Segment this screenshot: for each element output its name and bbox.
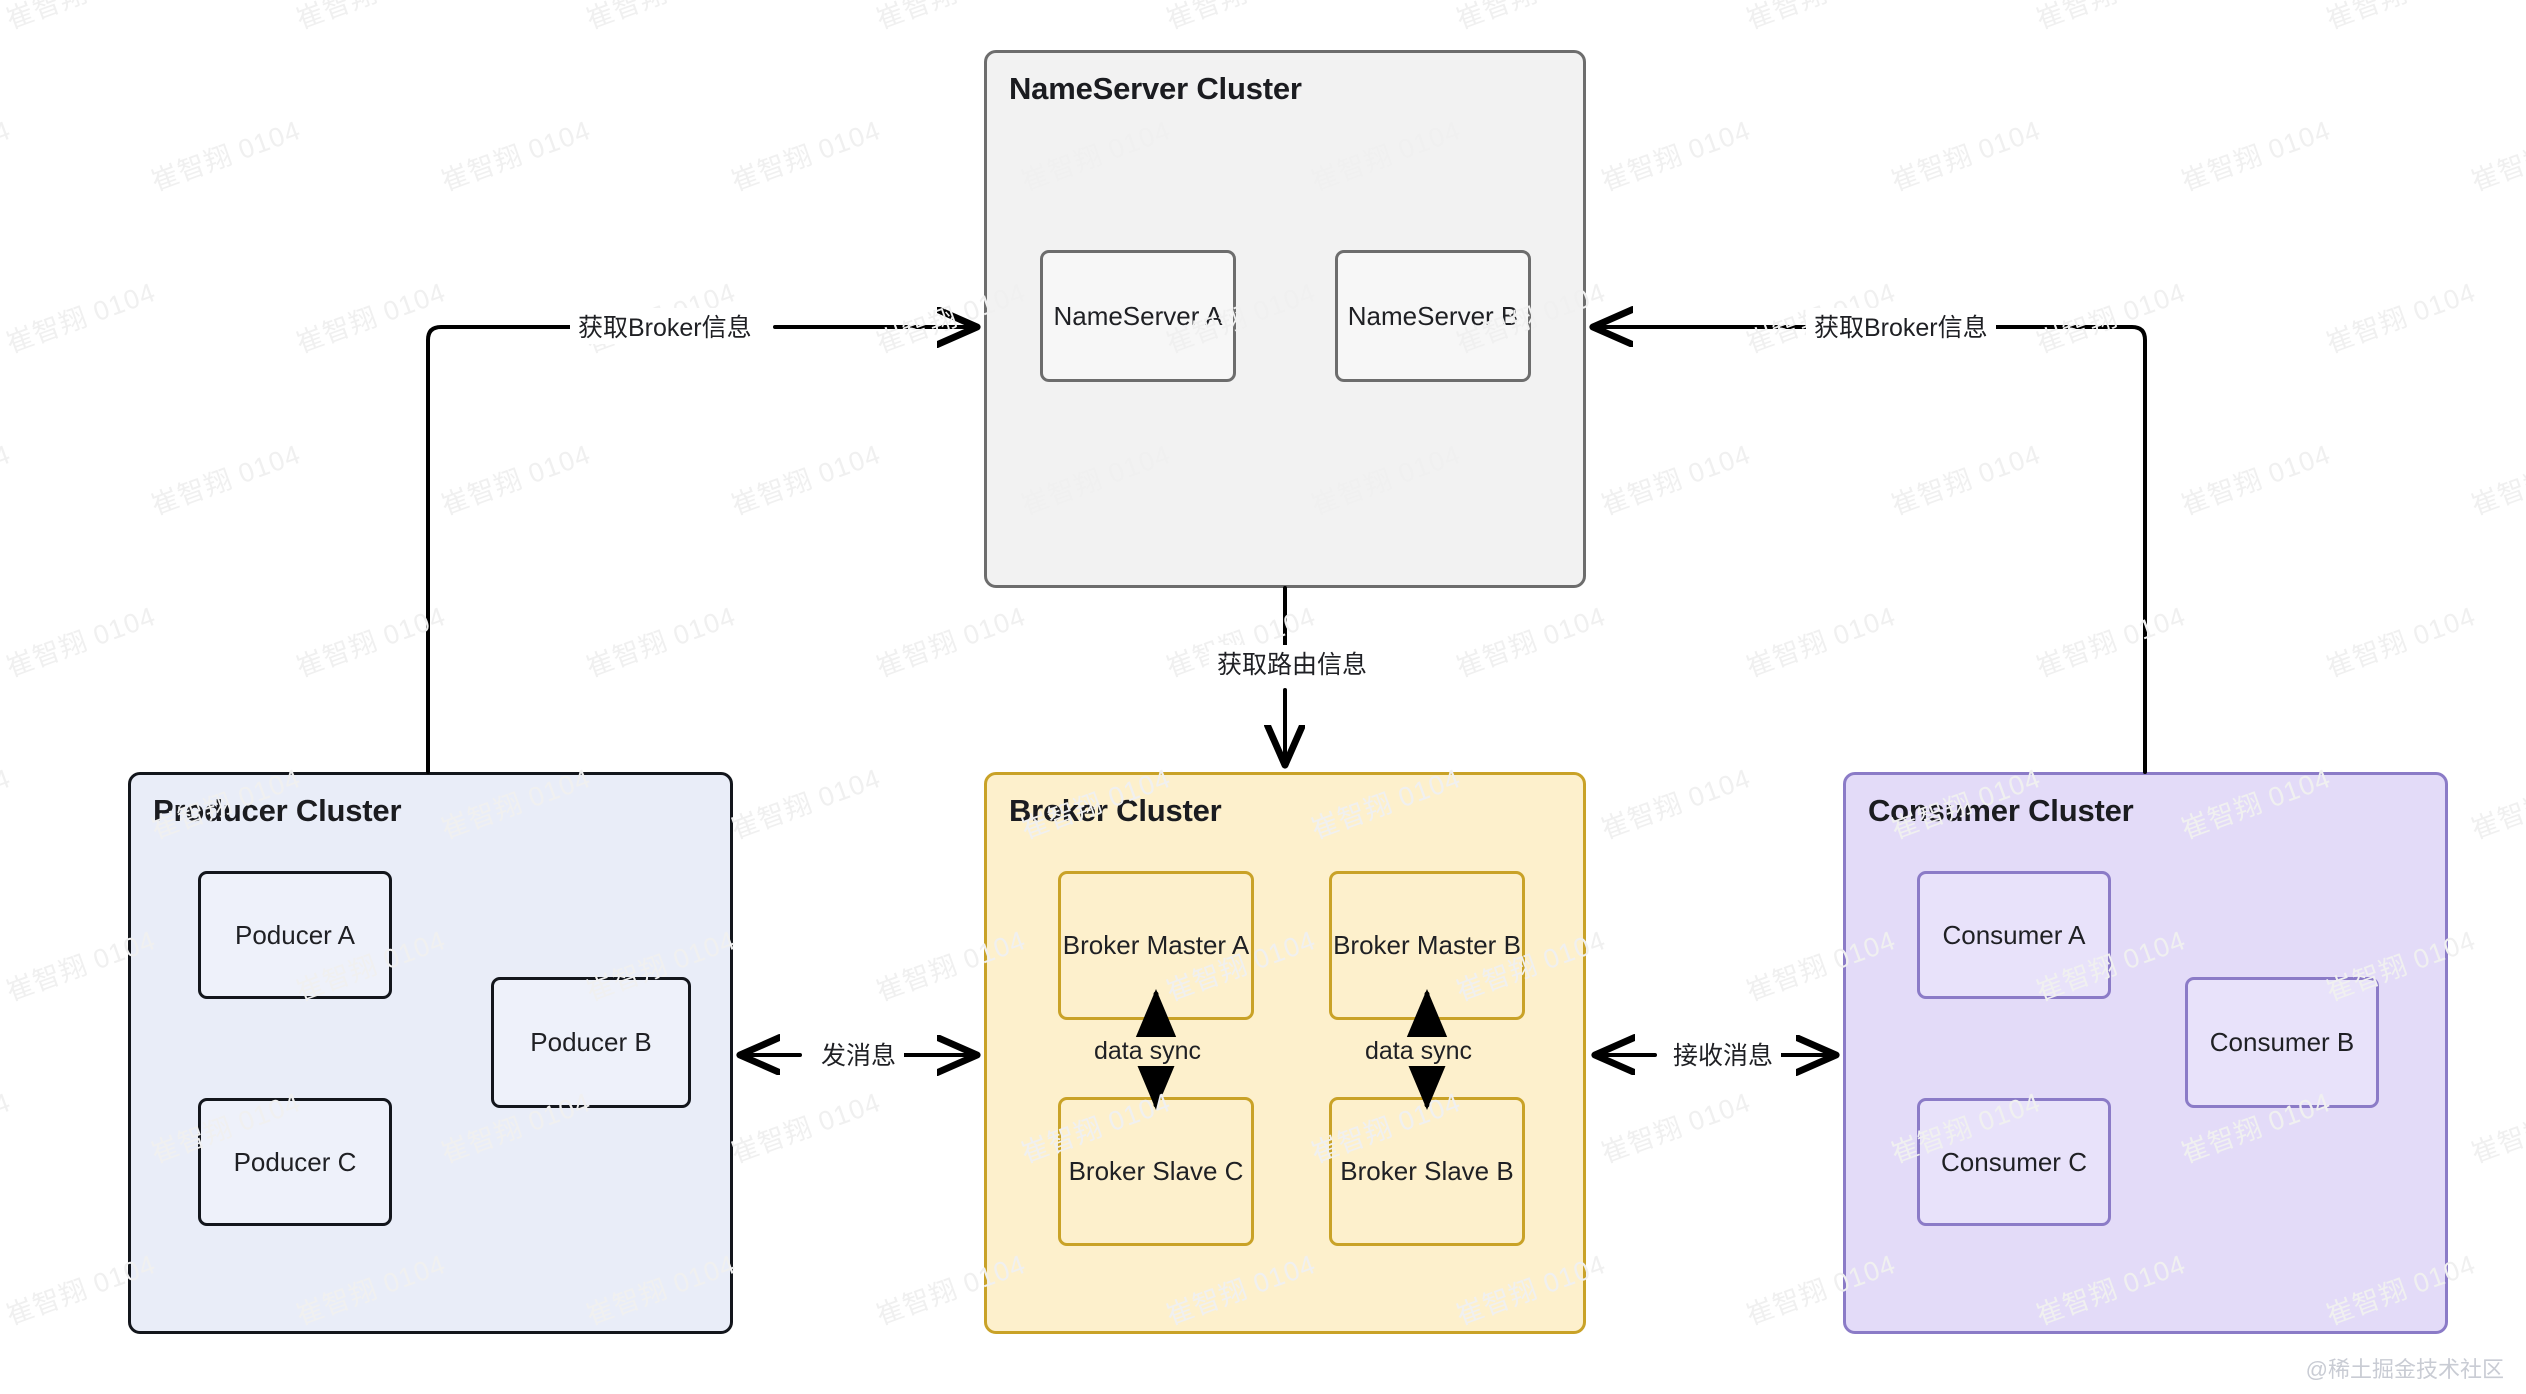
watermark-text: 崔智翔 0104	[2467, 1087, 2526, 1169]
watermark-text: 崔智翔 0104	[0, 0, 160, 37]
watermark-text: 崔智翔 0104	[2177, 439, 2335, 521]
cluster-title-consumer: Consumer Cluster	[1868, 793, 2134, 828]
watermark-text: 崔智翔 0104	[2032, 601, 2190, 683]
node-label: Broker Master A	[1062, 930, 1250, 960]
node-label: Consumer A	[1942, 919, 2086, 950]
watermark-text: 崔智翔 0104	[1597, 439, 1755, 521]
watermark-text: 崔智翔 0104	[437, 439, 595, 521]
watermark-text: 崔智翔 0104	[147, 439, 305, 521]
node-producer-c[interactable]: Poducer C	[198, 1098, 392, 1226]
watermark-text: 崔智翔 0104	[1597, 1087, 1755, 1169]
watermark-text: 崔智翔 0104	[872, 601, 1030, 683]
node-label: Poducer B	[530, 1027, 652, 1057]
edge-label-data-sync-a: data sync	[1086, 1037, 1210, 1066]
node-producer-b[interactable]: Poducer B	[491, 977, 691, 1108]
watermark-text: 崔智翔 0104	[1452, 601, 1610, 683]
watermark-text: 崔智翔 0104	[2, 277, 160, 359]
watermark-text: 崔智翔 0104	[2030, 0, 2190, 37]
watermark-text: 崔智翔 0104	[2177, 115, 2335, 197]
watermark-text: 崔智翔 0104	[2467, 439, 2526, 521]
edge-label-producer-to-broker: 发消息	[813, 1036, 905, 1072]
watermark-text: 崔智翔 0104	[1887, 115, 2045, 197]
watermark-text: 崔智翔 0104	[2467, 115, 2526, 197]
watermark-text: 崔智翔 0104	[0, 1087, 15, 1169]
edge-consumer-to-nameserver	[1596, 327, 2147, 774]
node-consumer-a[interactable]: Consumer A	[1917, 871, 2111, 999]
watermark-text: 崔智翔 0104	[292, 601, 450, 683]
node-broker-slave-b[interactable]: Broker Slave B	[1329, 1097, 1525, 1246]
node-consumer-b[interactable]: Consumer B	[2185, 977, 2379, 1108]
edge-label-consumer-to-nameserver: 获取Broker信息	[1806, 308, 1996, 344]
watermark-text: 崔智翔 0104	[1740, 0, 1900, 37]
watermark-text: 崔智翔 0104	[727, 439, 885, 521]
watermark-text: 崔智翔 0104	[1450, 0, 1610, 37]
node-label: Broker Slave B	[1340, 1156, 1514, 1186]
node-label: Consumer B	[2209, 1027, 2355, 1057]
watermark-text: 崔智翔 0104	[727, 1087, 885, 1169]
node-label: Consumer C	[1941, 1146, 2087, 1177]
watermark-text: 崔智翔 0104	[292, 277, 450, 359]
watermark-text: 崔智翔 0104	[437, 115, 595, 197]
edge-label-nameserver-to-broker: 获取路由信息	[1209, 645, 1376, 681]
watermark-text: 崔智翔 0104	[582, 601, 740, 683]
edge-producer-to-nameserver	[426, 327, 974, 774]
node-label: Broker Master B	[1333, 930, 1521, 960]
node-nameserver-a[interactable]: NameServer A	[1040, 250, 1236, 382]
watermark-text: 崔智翔 0104	[1742, 601, 1900, 683]
node-broker-slave-c[interactable]: Broker Slave C	[1058, 1097, 1254, 1246]
node-label: Poducer A	[235, 919, 355, 950]
node-producer-a[interactable]: Poducer A	[198, 871, 392, 999]
watermark-text: 崔智翔 0104	[2322, 277, 2480, 359]
edge-label-broker-to-consumer: 接收消息	[1665, 1036, 1782, 1072]
watermark-text: 崔智翔 0104	[727, 763, 885, 845]
edge-label-producer-to-nameserver: 获取Broker信息	[570, 308, 760, 344]
node-broker-master-b[interactable]: Broker Master B	[1329, 871, 1525, 1020]
node-consumer-c[interactable]: Consumer C	[1917, 1098, 2111, 1226]
watermark-text: 崔智翔 0104	[2320, 0, 2480, 37]
watermark-text: 崔智翔 0104	[2, 601, 160, 683]
watermark-text: 崔智翔 0104	[147, 115, 305, 197]
node-nameserver-b[interactable]: NameServer B	[1335, 250, 1531, 382]
credit-watermark: @稀土掘金技术社区	[2305, 1357, 2504, 1382]
edge-label-data-sync-b: data sync	[1357, 1037, 1481, 1066]
watermark-text: 崔智翔 0104	[0, 439, 15, 521]
watermark-text: 崔智翔 0104	[2467, 763, 2526, 845]
watermark-text: 崔智翔 0104	[1887, 439, 2045, 521]
node-label: Poducer C	[233, 1146, 357, 1177]
watermark-text: 崔智翔 0104	[0, 115, 15, 197]
cluster-title-producer: Producer Cluster	[153, 793, 402, 828]
watermark-text: 崔智翔 0104	[1160, 0, 1320, 37]
node-label: Broker Slave C	[1068, 1156, 1244, 1186]
node-broker-master-a[interactable]: Broker Master A	[1058, 871, 1254, 1020]
node-label: NameServer B	[1347, 300, 1519, 331]
cluster-title-nameserver: NameServer Cluster	[1009, 71, 1302, 106]
watermark-text: 崔智翔 0104	[290, 0, 450, 37]
watermark-text: 崔智翔 0104	[0, 763, 15, 845]
watermark-text: 崔智翔 0104	[1597, 763, 1755, 845]
watermark-text: 崔智翔 0104	[727, 115, 885, 197]
watermark-text: 崔智翔 0104	[2322, 601, 2480, 683]
watermark-text: 崔智翔 0104	[1597, 115, 1755, 197]
node-label: NameServer A	[1053, 300, 1223, 331]
cluster-broker[interactable]: Broker Cluster	[984, 772, 1586, 1334]
watermark-text: 崔智翔 0104	[870, 0, 1030, 37]
watermark-text: 崔智翔 0104	[580, 0, 740, 37]
watermark-text: 崔智翔 0104	[2032, 277, 2190, 359]
cluster-title-broker: Broker Cluster	[1009, 793, 1222, 828]
